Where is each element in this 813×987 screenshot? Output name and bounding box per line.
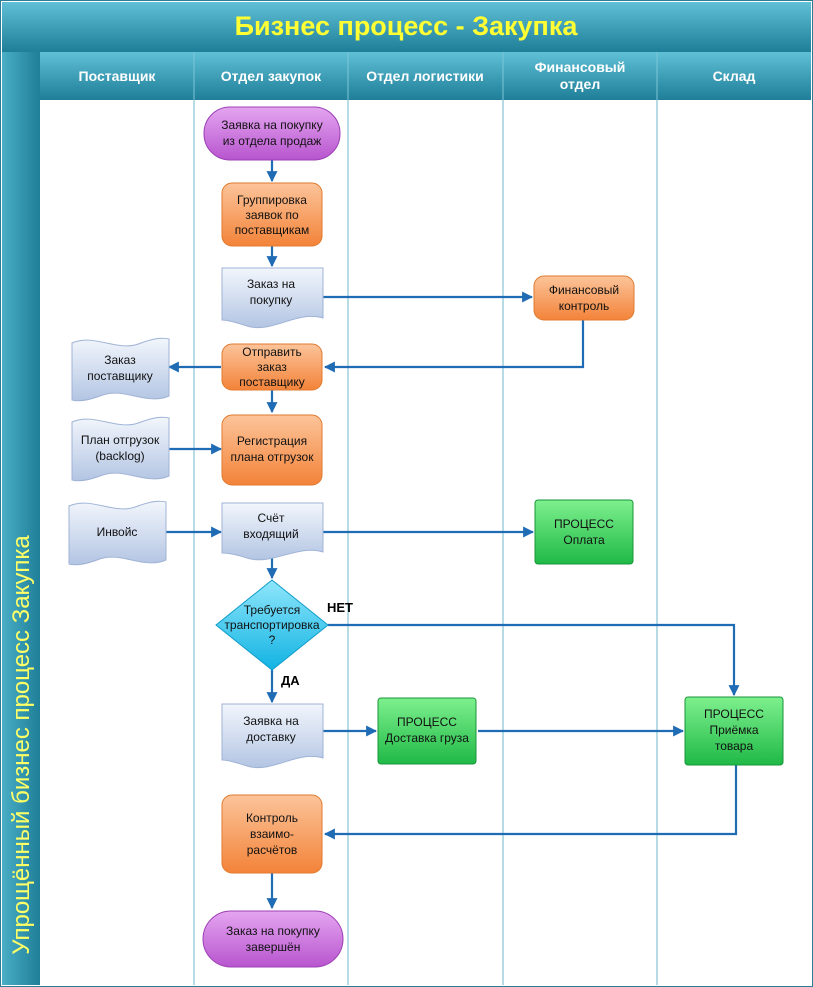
node-label: Инвойс [97,525,138,539]
send-order-process: Отправить заказ поставщику [221,343,323,391]
node-label: товара [715,739,754,753]
node-label: ПРОЦЕСС [397,715,457,729]
node-label: поставщику [239,375,305,389]
lane-header-finance-line2: отдел [560,76,600,92]
node-label: входящий [243,527,298,541]
shipment-plan-document: План отгрузок (backlog) [71,416,170,482]
node-label: контроль [559,299,610,313]
lane-header-purchasing: Отдел закупок [221,68,322,84]
connector-arrow [323,320,585,373]
node-label: ? [269,633,276,647]
lane-header-warehouse: Склад [713,68,756,84]
end-terminator: Заказ на покупку завершён [202,910,344,968]
node-label: заказ [257,360,287,374]
purchase-order-document: Заказ на покупку [221,267,324,329]
node-label: плана отгрузок [231,450,315,464]
node-label: Контроль [246,811,298,825]
financial-control-process: Финансовый контроль [533,275,635,321]
lane-header-row [40,52,811,100]
node-label: поставщику [87,369,153,383]
node-label: Заказ на [247,277,295,291]
receiving-subprocess: ПРОЦЕСС Приёмка товара [684,696,784,766]
side-label: Упрощённый бизнес процесс Закупка [8,535,35,955]
incoming-bill-document: Счёт входящий [221,502,324,561]
node-label: Заказ [104,353,136,367]
yes-label: ДА [281,673,300,688]
node-label: Счёт [258,511,285,525]
supplier-order-document: Заказ поставщику [71,337,170,402]
node-label: (backlog) [95,449,144,463]
transport-decision: Требуется транспортировка ? [215,579,329,671]
connector-arrow [328,623,740,697]
node-label: ПРОЦЕСС [554,517,614,531]
lane-header-logistics: Отдел логистики [366,68,484,84]
node-label: Финансовый [549,283,619,297]
invoice-document: Инвойс [68,500,167,566]
node-label: Заказ на покупку [226,924,320,938]
node-label: покупку [250,293,292,307]
connector-arrow [323,765,738,840]
register-plan-process: Регистрация плана отгрузок [221,414,323,486]
node-label: ПРОЦЕСС [704,707,764,721]
payment-subprocess: ПРОЦЕСС Оплата [534,499,634,565]
lane-header-supplier: Поставщик [79,68,157,84]
group-requests-process: Группировка заявок по поставщикам [221,182,323,247]
node-label: Оплата [563,533,605,547]
no-label: НЕТ [327,600,353,615]
node-label: Группировка [237,193,307,207]
side-band [2,52,40,985]
node-label: расчётов [247,843,298,857]
node-label: Заявка на покупку [221,118,322,132]
node-label: из отдела продаж [223,134,322,148]
start-terminator: Заявка на покупку из отдела продаж [203,106,341,161]
node-label: Отправить [242,345,302,359]
node-label: Доставка груза [385,731,469,745]
title-bar [2,2,811,52]
node-label: Требуется [244,603,300,617]
node-label: заявок по [245,208,299,222]
node-label: доставку [246,730,295,744]
lane-header-finance: Финансовый [535,59,626,75]
node-label: транспортировка [224,618,319,632]
delivery-request-document: Заявка на доставку [221,703,324,769]
node-label: Приёмка [709,723,758,737]
node-label: План отгрузок [81,433,160,447]
node-label: завершён [246,940,301,954]
diagram-title: Бизнес процесс - Закупка [235,11,579,41]
node-label: поставщикам [235,223,310,237]
settlement-control-process: Контроль взаимо- расчётов [221,794,323,874]
delivery-subprocess: ПРОЦЕСС Доставка груза [377,697,477,765]
node-label: Регистрация [237,434,307,448]
node-label: Заявка на [243,714,299,728]
node-label: взаимо- [250,827,294,841]
